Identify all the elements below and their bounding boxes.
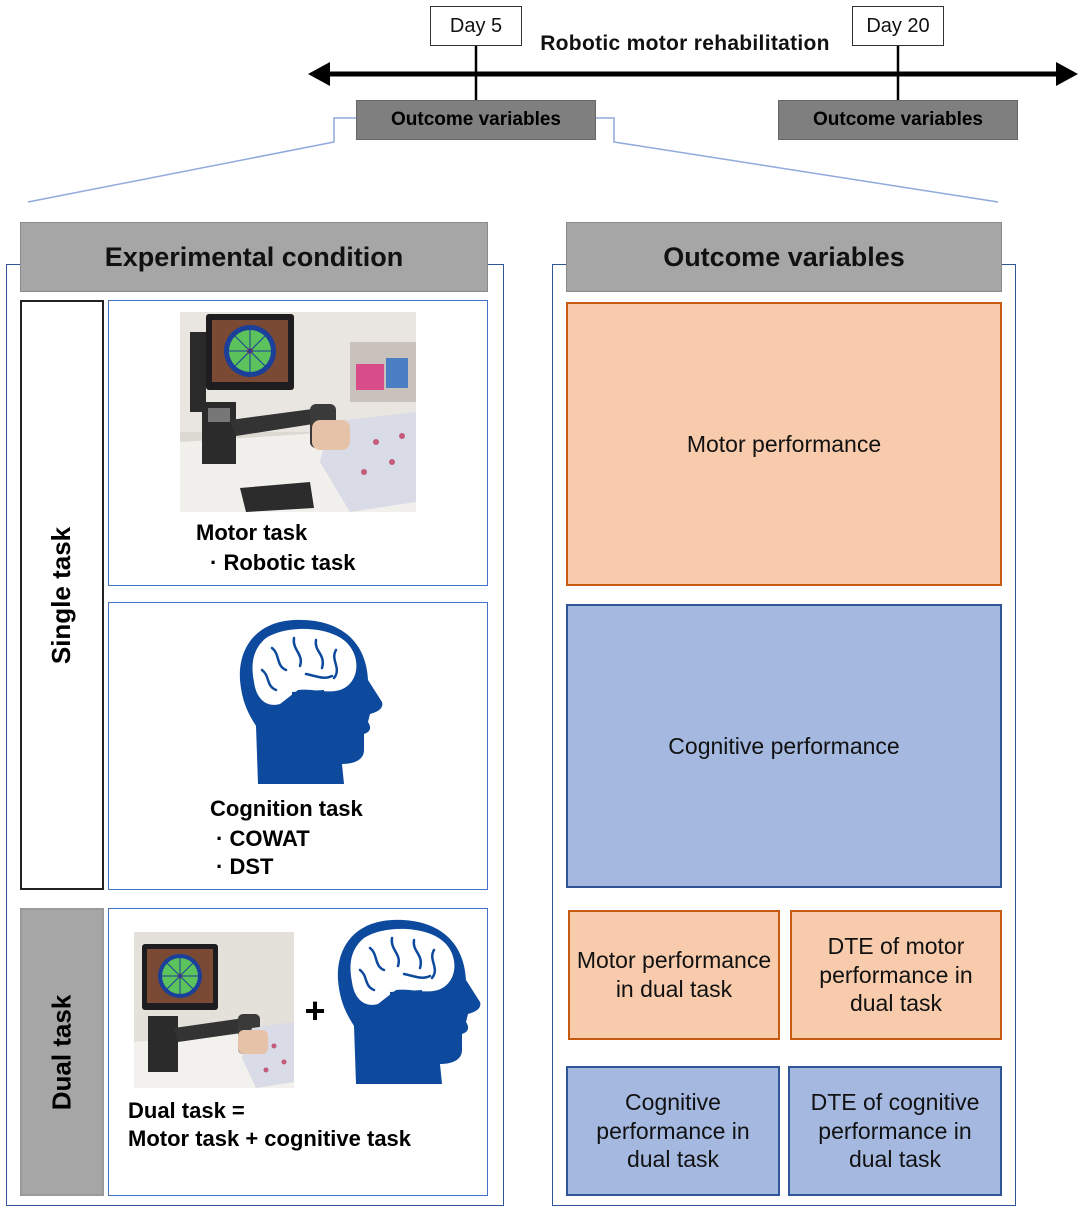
motor-performance-box: Motor performance: [566, 302, 1002, 586]
motor-performance-dual-box: Motor performance in dual task: [568, 910, 780, 1040]
dual-task-formula: Motor task + cognitive task: [128, 1126, 412, 1151]
brain-head-icon: [239, 619, 383, 784]
motor-task-item-robotic: · Robotic task: [210, 550, 356, 575]
cognition-task-title: Cognition task: [210, 796, 363, 821]
callout-line-left: [27, 117, 356, 203]
plus-sign: +: [304, 990, 326, 1031]
timeline-title: Robotic motor rehabilitation: [540, 32, 830, 55]
timeline-arrow-right: [1056, 62, 1078, 86]
cognition-item-dst: · DST: [216, 854, 274, 879]
day-20-label: Day 20: [852, 6, 944, 46]
robotic-task-photo: [180, 312, 416, 512]
single-task-text: Single task: [46, 526, 77, 664]
dual-robotic-photo: [134, 932, 294, 1088]
dual-brain-head-icon: [337, 919, 481, 1084]
timeline-graphic: [27, 46, 1078, 203]
cognitive-performance-dual-box: Cognitive performance in dual task: [566, 1066, 780, 1196]
day-5-label: Day 5: [430, 6, 522, 46]
dual-task-definition: Dual task =: [128, 1098, 245, 1123]
dual-task-text: Dual task: [46, 994, 77, 1110]
single-task-label: Single task: [20, 300, 104, 890]
outcome-variables-header: Outcome variables: [566, 222, 1002, 292]
dual-task-label: Dual task: [20, 908, 104, 1196]
motor-task-title: Motor task: [196, 520, 308, 545]
dte-cognitive-performance-box: DTE of cognitive performance in dual tas…: [788, 1066, 1002, 1196]
dte-motor-performance-box: DTE of motor performance in dual task: [790, 910, 1002, 1040]
cognition-item-cowat: · COWAT: [216, 826, 310, 851]
timeline-arrow-left: [308, 62, 330, 86]
outcome-variables-day20: Outcome variables: [778, 100, 1018, 140]
experimental-condition-header: Experimental condition: [20, 222, 488, 292]
outcome-variables-day5: Outcome variables: [356, 100, 596, 140]
cognitive-performance-box: Cognitive performance: [566, 604, 1002, 888]
callout-line-right: [596, 117, 999, 203]
